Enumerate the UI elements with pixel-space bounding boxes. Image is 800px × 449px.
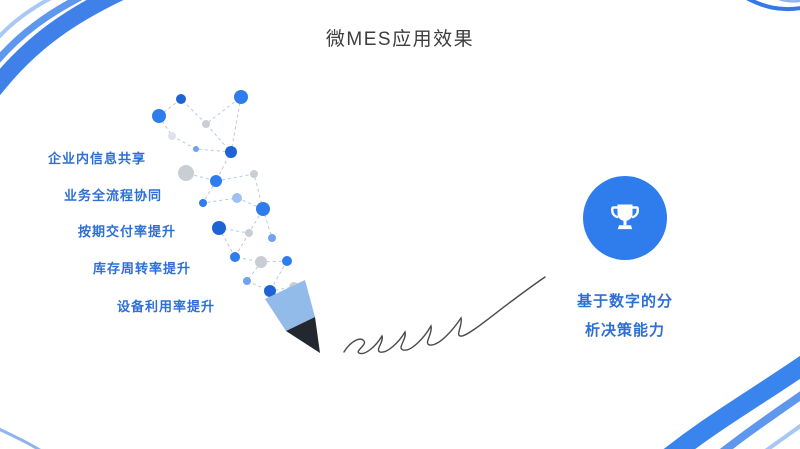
result-caption: 基于数字的分 析决策能力 [545, 288, 705, 345]
trophy-icon [611, 204, 639, 230]
benefit-label-equipment-utilization: 设备利用率提升 [117, 299, 216, 314]
corner-swoosh-bottom-right [663, 355, 800, 449]
benefit-label-process-collab: 业务全流程协同 [64, 188, 163, 203]
pencil-tip [265, 280, 320, 353]
trophy-badge [583, 176, 667, 260]
benefit-label-inventory-turnover: 库存周转率提升 [93, 261, 192, 276]
corner-swoosh-bottom-left [0, 427, 41, 449]
pencil-dot-cluster [152, 90, 299, 297]
benefit-label-info-sharing: 企业内信息共享 [48, 151, 147, 166]
result-caption-line1: 基于数字的分 [576, 293, 673, 310]
slide-title: 微MES应用效果 [325, 29, 475, 50]
squiggle-line [343, 276, 546, 355]
result-caption-line2: 析决策能力 [584, 321, 665, 339]
corner-swoosh-top-left [0, 0, 124, 96]
benefit-label-on-time-delivery: 按期交付率提升 [78, 224, 177, 239]
corner-swoosh-top-right [746, 0, 800, 12]
